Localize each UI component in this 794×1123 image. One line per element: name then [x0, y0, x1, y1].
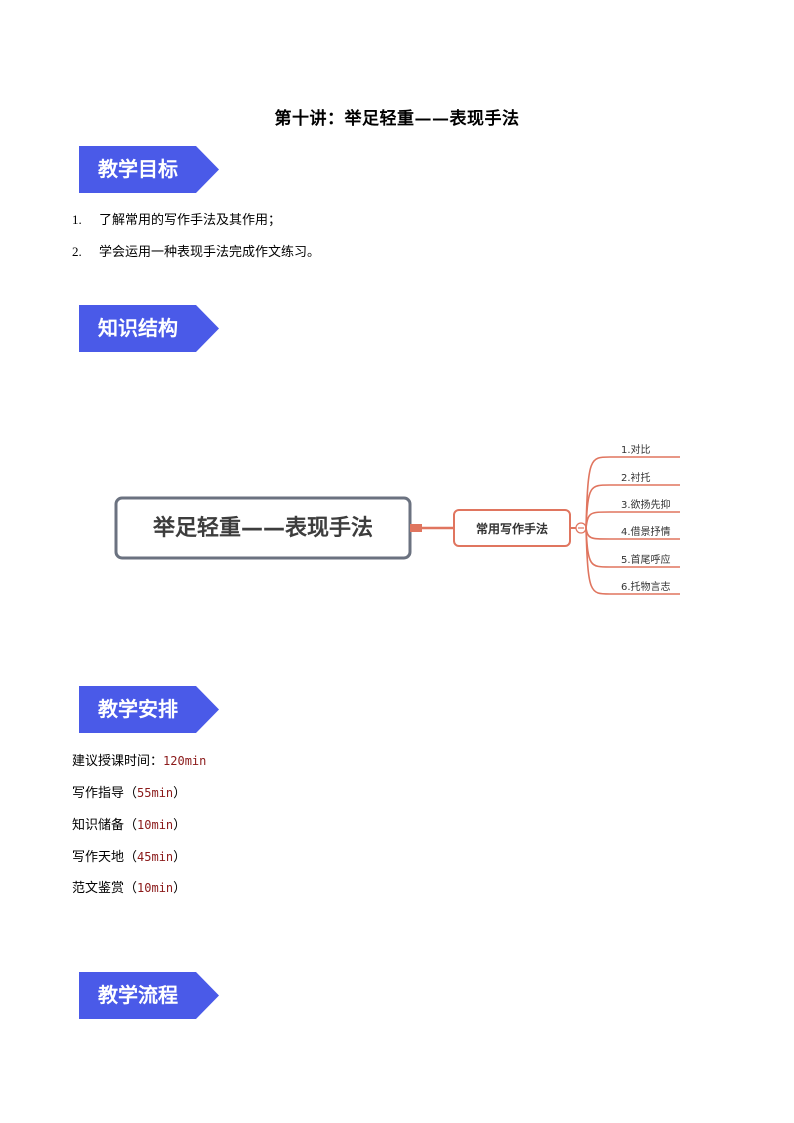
- goal-item: 1. 了解常用的写作手法及其作用；: [72, 209, 281, 228]
- schedule-close: ）: [173, 818, 187, 833]
- schedule-close: ）: [173, 850, 187, 865]
- schedule-duration: 10min: [137, 818, 174, 832]
- section-header-structure: 知识结构: [79, 305, 219, 352]
- section-header-arrangement: 教学安排: [79, 686, 219, 733]
- goal-number: 1.: [72, 212, 82, 227]
- leaf-connector: [585, 527, 680, 595]
- mind-map-root: 举足轻重——表现手法: [152, 515, 373, 541]
- mind-map-leaf: 1.对比: [621, 443, 651, 456]
- leaf-connector: [585, 511, 680, 529]
- section-banner-shape: [79, 686, 219, 733]
- mind-map-branch: 常用写作手法: [476, 521, 548, 536]
- goal-text: 了解常用的写作手法及其作用；: [99, 213, 282, 228]
- section-header-goals: 教学目标: [79, 146, 219, 193]
- schedule-duration: 120min: [163, 754, 207, 768]
- leaf-connector: [585, 484, 680, 529]
- schedule-close: ）: [173, 786, 187, 801]
- schedule-label: 写作指导（: [72, 786, 138, 801]
- section-title: 教学安排: [98, 697, 178, 721]
- goal-number: 2.: [72, 244, 82, 259]
- mind-map-leaf: 5.首尾呼应: [621, 553, 671, 566]
- schedule-duration: 10min: [137, 881, 174, 895]
- section-title: 知识结构: [98, 316, 178, 340]
- schedule-item: 写作指导（55min）: [72, 782, 186, 801]
- schedule-label: 知识储备（: [72, 818, 138, 833]
- section-title: 教学目标: [98, 157, 178, 181]
- schedule-item: 写作天地（45min）: [72, 846, 186, 865]
- section-title: 教学流程: [98, 983, 178, 1007]
- mind-map-leaves: 1.对比 2.衬托 3.欲扬先抑 4.借景抒情 5.首尾呼应 6.托物言志: [585, 443, 680, 595]
- schedule-item: 建议授课时间：120min: [72, 750, 206, 769]
- schedule-label: 建议授课时间：: [72, 754, 164, 769]
- page-title: 第十讲：举足轻重——表现手法: [274, 109, 520, 129]
- schedule-item: 范文鉴赏（10min）: [72, 877, 186, 896]
- section-header-flow: 教学流程: [79, 972, 219, 1019]
- section-banner-shape: [79, 972, 219, 1019]
- connector-stub: [410, 524, 422, 532]
- mind-map-leaf: 2.衬托: [621, 471, 651, 484]
- leaf-connector: [585, 456, 680, 529]
- goal-text: 学会运用一种表现手法完成作文练习。: [99, 245, 321, 260]
- mind-map-leaf: 6.托物言志: [621, 580, 671, 593]
- schedule-item: 知识储备（10min）: [72, 814, 186, 833]
- mind-map-leaf: 3.欲扬先抑: [621, 498, 671, 511]
- schedule-duration: 55min: [137, 786, 174, 800]
- mind-map-leaf: 4.借景抒情: [621, 525, 671, 538]
- schedule-label: 范文鉴赏（: [72, 881, 138, 896]
- schedule-close: ）: [173, 881, 187, 896]
- schedule-label: 写作天地（: [72, 850, 138, 865]
- schedule-duration: 45min: [137, 850, 174, 864]
- section-banner-shape: [79, 305, 219, 352]
- mind-map: 举足轻重——表现手法 常用写作手法 1.对比 2.衬托 3.欲扬先抑 4.借景抒情 5.…: [114, 443, 680, 595]
- goal-item: 2. 学会运用一种表现手法完成作文练习。: [72, 241, 320, 260]
- section-banner-shape: [79, 146, 219, 193]
